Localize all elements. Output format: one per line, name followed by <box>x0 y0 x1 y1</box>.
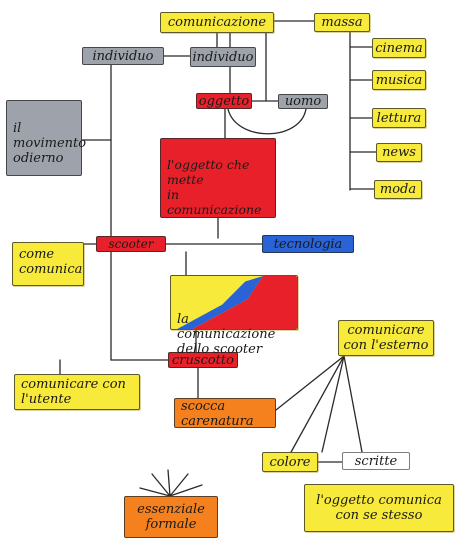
burst-ray-4 <box>169 484 203 497</box>
link-hub-scritte <box>343 355 363 453</box>
node-come-comunica: come comunica <box>12 242 84 286</box>
node-oggetto-comunicazione: l'oggetto che mette in comunicazione <box>160 138 276 218</box>
node-individuo-2: individuo <box>190 47 256 67</box>
node-moda: moda <box>374 180 422 199</box>
link-oggetto-uomo-arc <box>227 108 307 135</box>
node-comunicazione: comunicazione <box>160 12 274 33</box>
node-oggetto-se-stesso: l'oggetto comunica con se stesso <box>304 484 454 532</box>
burst-ray-3 <box>169 473 189 497</box>
node-uomo: uomo <box>278 94 328 109</box>
node-movimento-odierno: il movimento odierno <box>6 100 86 176</box>
burst-ray-5 <box>139 487 171 497</box>
link-hub-colore <box>289 355 345 455</box>
node-cinema: cinema <box>372 38 426 58</box>
burst-ray-1 <box>151 473 171 497</box>
link-hub-line <box>321 355 345 453</box>
node-tecnologia: tecnologia <box>262 235 354 253</box>
node-comunicare-utente: comunicare con l'utente <box>14 374 140 410</box>
node-scooter: scooter <box>96 236 166 252</box>
node-oggetto: oggetto <box>196 93 252 109</box>
node-comunicazione-scooter: la comunicazione dello scooter <box>170 275 298 357</box>
node-musica: musica <box>372 70 426 90</box>
node-cruscotto: cruscotto <box>168 352 238 368</box>
node-essenziale-formale: essenziale formale <box>124 496 218 538</box>
node-colore: colore <box>262 452 318 472</box>
burst-ray-2 <box>167 469 171 497</box>
node-massa: massa <box>314 13 370 32</box>
node-lettura: lettura <box>372 108 426 128</box>
link-hub-scocca <box>275 355 345 411</box>
node-individuo-1: individuo <box>82 47 164 65</box>
node-news: news <box>376 143 422 162</box>
node-scritte: scritte <box>342 452 410 470</box>
node-scocca-carenatura: scocca carenatura <box>174 398 276 429</box>
node-comunicazione-scooter-label: la comunicazione dello scooter <box>177 312 276 357</box>
node-comunicare-esterno: comunicare con l'esterno <box>338 320 434 356</box>
